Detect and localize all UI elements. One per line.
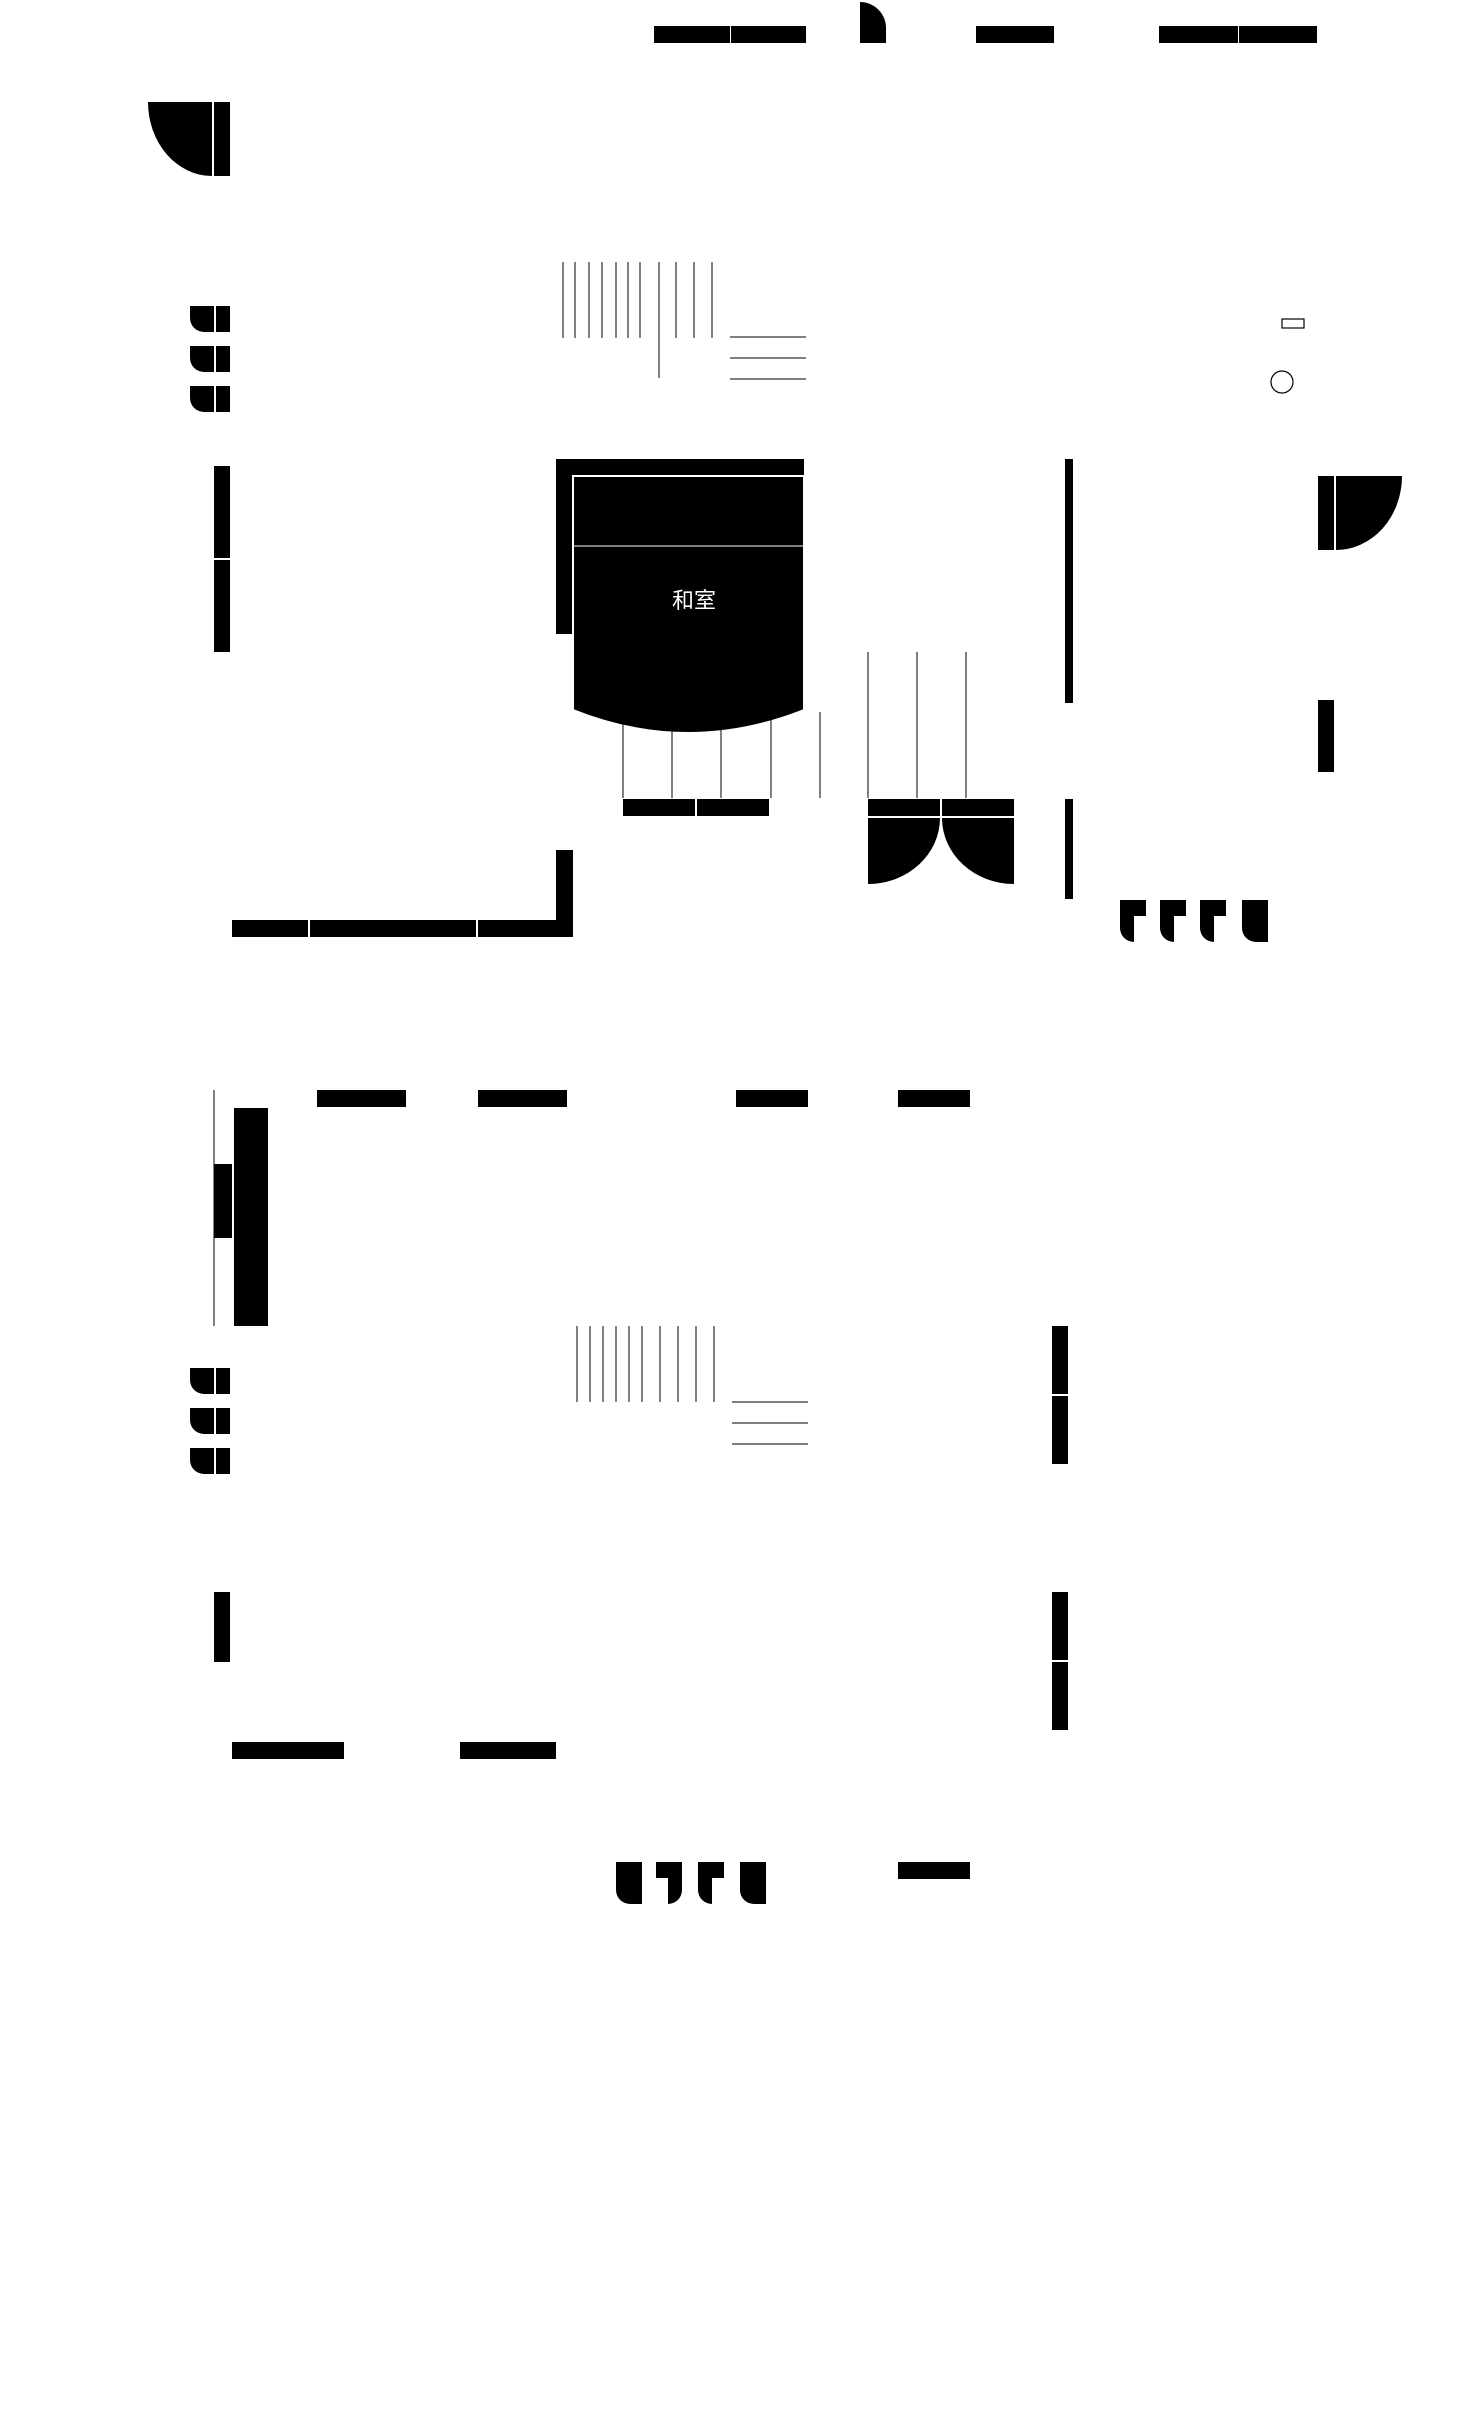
wall-segment [214, 1164, 232, 1238]
stairs [622, 652, 967, 798]
wall-segment [310, 920, 476, 937]
wall-segment [736, 1090, 808, 1107]
wall-segment [1159, 26, 1238, 43]
wall-segment [232, 920, 308, 937]
wall-segment [478, 1090, 567, 1107]
wall-segment [623, 799, 695, 816]
wall-segment [556, 850, 573, 937]
fixture-rect [1281, 318, 1305, 329]
wall-segment [654, 26, 730, 43]
wall-segment [1065, 459, 1073, 703]
wall-segment [898, 1090, 970, 1107]
wall-segment [232, 1742, 344, 1759]
door-swing [860, 2, 886, 43]
window-stack [616, 1862, 766, 1904]
wall-segment [976, 26, 1054, 43]
wall-segment [697, 799, 769, 816]
upper-floor: 和室 [148, 2, 1402, 942]
window-stack [190, 1368, 230, 1474]
wall-segment [214, 560, 230, 652]
wall-segment [731, 26, 806, 43]
washitsu-room: 和室 [556, 459, 805, 734]
wall-segment [1052, 1326, 1068, 1394]
wall-segment [1052, 1592, 1068, 1660]
stairs [562, 262, 806, 380]
double-door [868, 799, 1014, 884]
window-stack [1120, 900, 1268, 942]
wall-segment [214, 466, 230, 558]
wall-segment [1052, 1396, 1068, 1464]
wall-segment [1318, 700, 1334, 772]
wall-segment [234, 1108, 268, 1326]
fixture-circle [1270, 370, 1294, 394]
wall-segment [1065, 799, 1073, 899]
wall-segment [1052, 1662, 1068, 1730]
wall-segment [317, 1090, 406, 1107]
wall-segment [898, 1862, 970, 1879]
window-stack [190, 306, 230, 412]
lower-floor [190, 1090, 1068, 1904]
wall-segment [460, 1742, 556, 1759]
wall-segment [214, 1592, 230, 1662]
stairs [576, 1326, 808, 1445]
wall-segment [478, 920, 573, 937]
wall-segment [1239, 26, 1317, 43]
door-swing [1318, 476, 1402, 550]
room-label: 和室 [672, 589, 716, 614]
door-swing [148, 102, 230, 176]
